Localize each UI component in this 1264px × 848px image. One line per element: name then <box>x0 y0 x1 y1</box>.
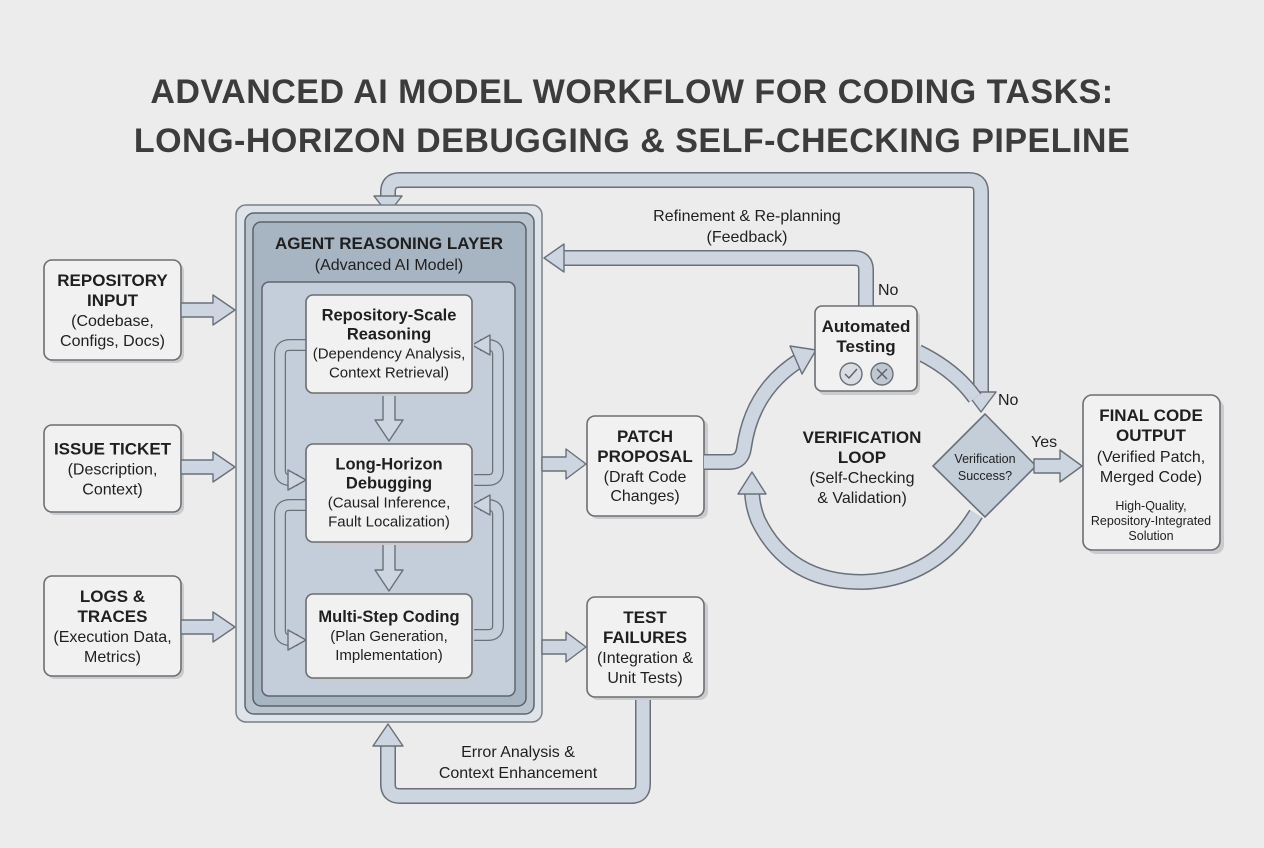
stage-multi-step-coding: Multi-Step Coding (Plan Generation, Implem… <box>305 593 474 681</box>
final-output-box: FINAL CODE OUTPUT (Verified Patch, Merge… <box>1082 394 1224 554</box>
issue-ticket-box-text: (Description, <box>68 462 158 479</box>
stage-multi-step-coding-text: Implementation) <box>335 647 443 664</box>
patch-title-2: PROPOSAL <box>597 447 692 466</box>
cross-icon <box>870 362 894 386</box>
patch-title-1: PATCH <box>617 427 673 446</box>
issue-ticket-box-arrow <box>180 451 236 483</box>
stage-repository-scale-reasoning-text: Repository-Scale <box>322 307 457 325</box>
stage-repository-scale-reasoning-text: Reasoning <box>347 326 431 344</box>
to-tests-arrow <box>541 631 587 663</box>
stage-repository-scale-reasoning-text: (Dependency Analysis, <box>313 346 466 363</box>
title-line-2: LONG-HORIZON DEBUGGING & SELF-CHECKING P… <box>134 122 1130 160</box>
error-analysis-label-2: Context Enhancement <box>439 765 598 782</box>
logs-traces-box-text: Metrics) <box>84 649 141 666</box>
stage-long-horizon-debugging-text: Debugging <box>346 475 432 493</box>
tests-sub-1: (Integration & <box>597 650 693 667</box>
final-sub-2: Merged Code) <box>1100 469 1202 486</box>
decision-line-2: Success? <box>958 469 1012 483</box>
agent-layer-subtitle: (Advanced AI Model) <box>315 257 464 274</box>
patch-sub-1: (Draft Code <box>604 469 687 486</box>
verification-loop-label: VERIFICATION LOOP (Self-Checking & Valid… <box>803 428 922 507</box>
issue-ticket-box: ISSUE TICKET (Description, Context) <box>43 424 236 515</box>
patch-proposal-box: PATCH PROPOSAL (Draft Code Changes) <box>586 415 708 519</box>
yes-label: Yes <box>1031 434 1057 451</box>
logs-traces-box-text: (Execution Data, <box>53 629 171 646</box>
no-label-decision: No <box>998 392 1019 409</box>
repository-input-box-text: INPUT <box>87 291 139 310</box>
final-note-3: Solution <box>1128 529 1173 543</box>
final-title-1: FINAL CODE <box>1099 406 1203 425</box>
repository-input-box-text: Configs, Docs) <box>60 333 165 350</box>
stage-long-horizon-debugging-text: (Causal Inference, <box>328 495 451 512</box>
check-icon <box>839 362 863 386</box>
refinement-label-2: (Feedback) <box>707 229 788 246</box>
stage-multi-step-coding-text: Multi-Step Coding <box>318 608 459 626</box>
stage-arrow-2 <box>374 542 404 592</box>
yes-arrow <box>1033 449 1083 483</box>
error-analysis-arrow <box>372 696 651 804</box>
stage-repository-scale-reasoning-text: Context Retrieval) <box>329 365 449 382</box>
title-line-1: ADVANCED AI MODEL WORKFLOW FOR CODING TA… <box>150 73 1113 111</box>
stage-arrow-1 <box>374 392 404 442</box>
decision-line-1: Verification <box>954 452 1015 466</box>
verification-loop-arrows <box>704 344 983 590</box>
inner-loops <box>274 334 504 651</box>
tests-title-2: FAILURES <box>603 628 687 647</box>
patch-sub-2: Changes) <box>610 488 679 505</box>
repository-input-box-text: REPOSITORY <box>57 271 168 290</box>
testing-title-1: Automated <box>822 317 911 336</box>
final-sub-1: (Verified Patch, <box>1097 449 1206 466</box>
error-analysis-label-1: Error Analysis & <box>461 744 575 761</box>
logs-traces-box: LOGS &TRACES (Execution Data, Metrics) <box>43 575 236 679</box>
refinement-arrow <box>543 243 874 308</box>
test-failures-box: TEST FAILURES (Integration & Unit Tests) <box>586 596 708 700</box>
testing-title-2: Testing <box>836 337 895 356</box>
vloop-title-2: LOOP <box>838 448 886 467</box>
repository-input-box-arrow <box>180 294 236 326</box>
stage-long-horizon-debugging-text: Long-Horizon <box>335 456 442 474</box>
issue-ticket-box-text: Context) <box>82 482 142 499</box>
repository-input-box-text: (Codebase, <box>71 313 154 330</box>
refinement-label-1: Refinement & Re-planning <box>653 208 841 225</box>
logs-traces-box-text: LOGS & <box>80 587 145 606</box>
vloop-title-1: VERIFICATION <box>803 428 922 447</box>
final-note-2: Repository-Integrated <box>1091 514 1211 528</box>
automated-testing-box: Automated Testing <box>814 305 920 395</box>
vloop-sub-1: (Self-Checking <box>810 470 915 487</box>
tests-title-1: TEST <box>623 608 667 627</box>
logs-traces-box-arrow <box>180 611 236 643</box>
issue-ticket-box-text: ISSUE TICKET <box>54 440 172 459</box>
no-label-testing: No <box>878 282 899 299</box>
final-note-1: High-Quality, <box>1115 499 1186 513</box>
vloop-sub-2: & Validation) <box>817 490 907 507</box>
to-patch-arrow <box>541 448 587 480</box>
verification-decision: Verification Success? <box>931 412 1038 519</box>
tests-sub-2: Unit Tests) <box>607 670 682 687</box>
stage-multi-step-coding-text: (Plan Generation, <box>330 628 448 645</box>
agent-layer-title: AGENT REASONING LAYER <box>275 234 503 253</box>
final-title-2: OUTPUT <box>1116 426 1187 445</box>
stage-long-horizon-debugging-text: Fault Localization) <box>328 514 450 531</box>
logs-traces-box-text: TRACES <box>78 607 148 626</box>
